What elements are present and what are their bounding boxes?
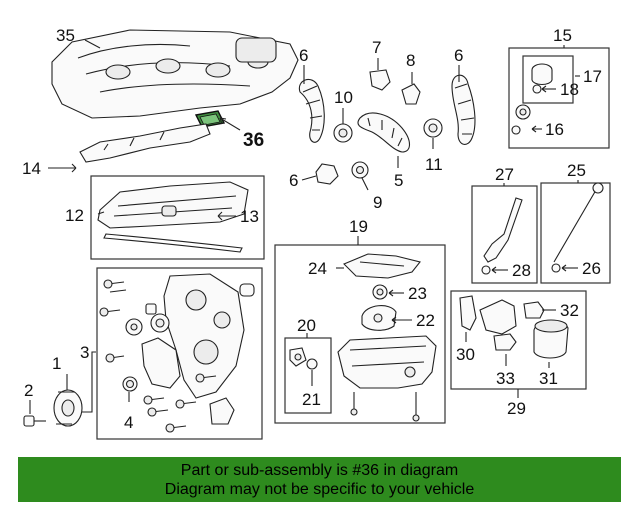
callout-23: 22 — [416, 311, 435, 330]
callout-labels: 35 6 7 8 6 15 17 18 16 10 36 14 11 5 6 9… — [22, 26, 602, 432]
box-13-valve-cover — [90, 175, 265, 260]
callout-15: 14 — [22, 159, 41, 178]
callout-10: 9 — [373, 193, 382, 212]
callout-7: 6 — [289, 171, 298, 190]
callout-13: 12 — [65, 206, 84, 225]
callout-20: 19 — [349, 217, 368, 236]
part-23-pump[interactable] — [361, 305, 397, 331]
callout-17: 16 — [545, 120, 564, 139]
part-25-baffle[interactable] — [343, 253, 421, 279]
callout-25: 24 — [308, 259, 327, 278]
part-19-oring[interactable] — [532, 84, 542, 94]
part-16-valve-assembly[interactable] — [531, 63, 553, 86]
part-1-balancer[interactable] — [53, 389, 83, 427]
callout-29: 28 — [512, 261, 531, 280]
callout-18: 17 — [583, 67, 602, 86]
part-2-bolt[interactable] — [23, 415, 46, 427]
part-21-adapter[interactable] — [289, 347, 307, 367]
callout-16: 15 — [553, 26, 572, 45]
parts-diagram: 35 6 7 8 6 15 17 18 16 10 36 14 11 5 6 9… — [22, 26, 611, 440]
callout-3: 3 — [80, 343, 89, 362]
part-7-guide[interactable] — [315, 163, 339, 185]
part-9-tensioner[interactable] — [401, 83, 421, 105]
callout-5: 5 — [394, 171, 403, 190]
callout-2: 2 — [24, 381, 33, 400]
callout-8: 7 — [372, 38, 381, 57]
callout-19: 18 — [560, 80, 579, 99]
timing-components — [298, 69, 476, 185]
callout-22: 21 — [302, 390, 321, 409]
part-34-sensor[interactable] — [493, 333, 517, 351]
callout-26: 25 — [567, 161, 586, 180]
callout-6-right: 6 — [454, 46, 463, 65]
part-28-dipstick-tube[interactable] — [483, 197, 523, 263]
box-18-inner — [522, 55, 574, 104]
banner-line-1: Part or sub-assembly is #36 in diagram — [180, 462, 459, 479]
callout-4: 4 — [124, 413, 133, 432]
callout-6-left: 6 — [299, 46, 308, 65]
part-22-oring[interactable] — [306, 358, 318, 370]
leader-lines — [29, 39, 580, 414]
callout-28: 27 — [495, 165, 514, 184]
part-5-timing-chain-center[interactable] — [357, 112, 411, 153]
part-36-gasket-highlighted[interactable] — [194, 110, 226, 128]
part-29-oring[interactable] — [481, 265, 491, 275]
part-15-shield[interactable] — [79, 123, 211, 163]
callout-24: 23 — [408, 284, 427, 303]
info-banner: Part or sub-assembly is #36 in diagram D… — [18, 457, 621, 502]
part-6-timing-chain-right[interactable] — [451, 74, 476, 145]
part-30-housing-body[interactable] — [479, 299, 517, 335]
part-13-valve-cover[interactable] — [97, 181, 249, 229]
callout-36-highlighted: 36 — [243, 130, 264, 151]
callout-12: 11 — [425, 155, 443, 174]
part-8-sensor[interactable] — [369, 69, 391, 91]
part-3-front-cover-components[interactable] — [99, 273, 255, 433]
callout-31: 30 — [456, 345, 475, 364]
part-27-oring[interactable] — [551, 263, 561, 273]
callout-34: 33 — [496, 369, 515, 388]
part-20-oil-pan[interactable] — [337, 335, 437, 422]
box-21-adapter — [284, 337, 332, 414]
callout-33: 32 — [560, 301, 579, 320]
box-26-dipstick — [540, 182, 611, 284]
callout-27: 26 — [582, 259, 601, 278]
part-26-dipstick[interactable] — [553, 182, 604, 263]
box-3-front-cover — [96, 267, 263, 440]
callout-21: 20 — [297, 316, 316, 335]
box-16-valve — [508, 47, 610, 149]
part-17-seal[interactable] — [515, 104, 531, 120]
part-32-oil-filter[interactable] — [533, 319, 569, 359]
part-14-gasket[interactable] — [103, 233, 243, 253]
part-31-housing[interactable] — [459, 295, 477, 331]
part-33-sensor[interactable] — [523, 301, 545, 319]
part-6-timing-chain-left[interactable] — [298, 78, 325, 143]
callout-9: 8 — [406, 51, 415, 70]
banner-line-2: Diagram may not be specific to your vehi… — [164, 481, 475, 498]
box-20-oil-pan — [274, 244, 446, 424]
callout-14: 13 — [240, 207, 259, 226]
callout-1: 1 — [52, 354, 61, 373]
callout-35: 35 — [56, 26, 75, 45]
callout-11: 10 — [334, 88, 353, 107]
part-35-intake-manifold[interactable] — [51, 29, 299, 119]
callout-30: 29 — [507, 399, 526, 418]
callout-32: 31 — [539, 369, 558, 388]
